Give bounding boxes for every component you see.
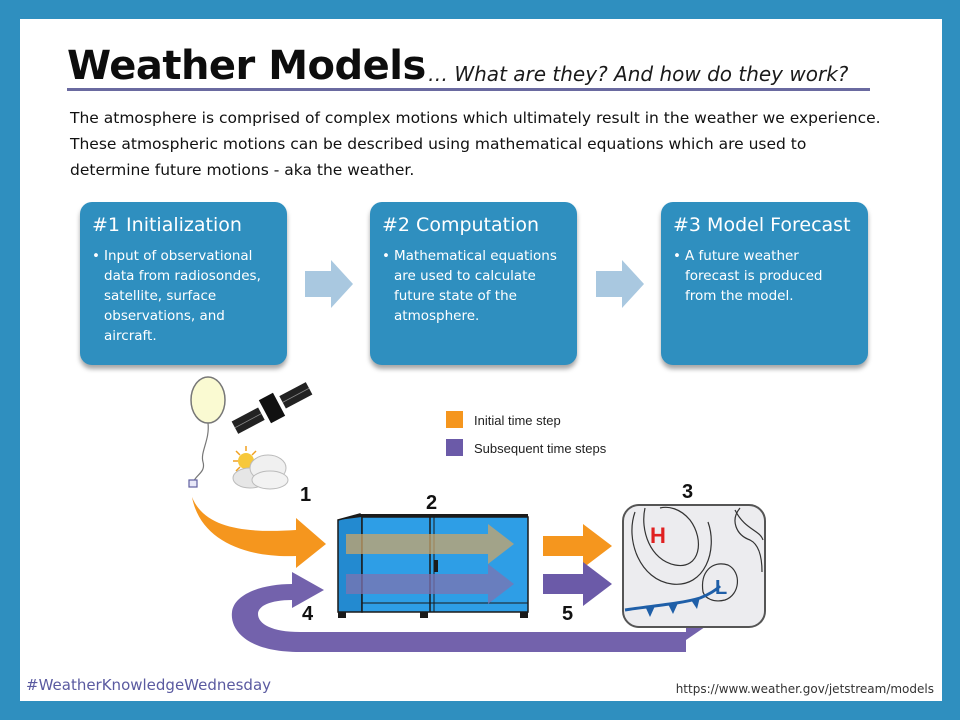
step-initialization-box: #1 Initialization •Input of observationa…: [80, 202, 287, 365]
step-title: #2 Computation: [382, 214, 540, 236]
forecast-map-icon: H L: [622, 504, 766, 628]
step-bullet: •A future weather forecast is produced f…: [673, 246, 856, 306]
initial-data-arrow: [192, 497, 326, 568]
supercomputer-icon: [337, 513, 529, 618]
initial-compute-arrow: [346, 524, 514, 564]
diagram-number-1: 1: [300, 484, 311, 506]
step-forecast-box: #3 Model Forecast •A future weather fore…: [661, 202, 868, 365]
subsequent-compute-arrow: [346, 564, 514, 604]
step-bullet-text: Mathematical equations are used to calcu…: [394, 248, 557, 324]
page-title: Weather Models: [67, 43, 426, 89]
step-bullet-text: A future weather forecast is produced fr…: [685, 248, 823, 304]
sun-cloud-icon: [232, 446, 289, 490]
intro-paragraph: The atmosphere is comprised of complex m…: [70, 109, 881, 179]
legend-initial-swatch: [446, 411, 463, 428]
high-pressure-label: H: [650, 523, 666, 548]
step-bullet: •Input of observational data from radios…: [92, 246, 275, 346]
step-arrow-icon: [305, 260, 353, 308]
feedback-loop-arrow: [231, 572, 718, 652]
legend-subsequent-swatch: [446, 439, 463, 456]
step-bullet: •Mathematical equations are used to calc…: [382, 246, 565, 326]
step-title: #1 Initialization: [92, 214, 242, 236]
diagram-number-4: 4: [302, 603, 314, 625]
step-bullet-text: Input of observational data from radioso…: [104, 248, 261, 344]
diagram-number-2: 2: [426, 492, 437, 514]
legend-initial-label: Initial time step: [474, 413, 561, 428]
subsequent-output-arrow: [543, 562, 612, 606]
title-underline: [67, 88, 870, 91]
source-url-link[interactable]: https://www.weather.gov/jetstream/models: [675, 682, 934, 696]
satellite-icon: [231, 382, 313, 434]
diagram-number-3: 3: [682, 481, 693, 503]
step-computation-box: #2 Computation •Mathematical equations a…: [370, 202, 577, 365]
legend-subsequent-label: Subsequent time steps: [474, 441, 607, 456]
page-subtitle: … What are they? And how do they work?: [428, 62, 849, 86]
radiosonde-balloon-icon: [188, 376, 226, 488]
initial-output-arrow: [543, 524, 612, 568]
hashtag-label: #WeatherKnowledgeWednesday: [26, 676, 272, 694]
step-arrow-icon: [596, 260, 644, 308]
low-pressure-label: L: [715, 577, 727, 599]
step-title: #3 Model Forecast: [673, 214, 851, 236]
diagram-number-5: 5: [562, 603, 573, 625]
